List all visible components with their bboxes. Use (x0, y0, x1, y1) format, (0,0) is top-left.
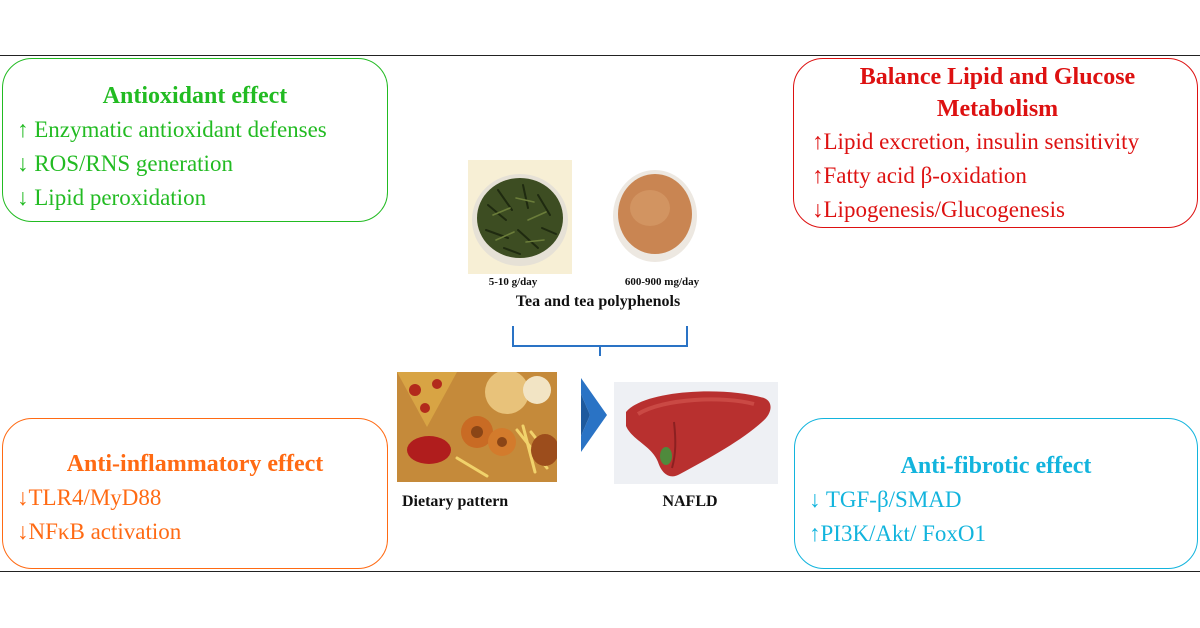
right-arrow-icon (581, 378, 607, 452)
tea-leaves-image (468, 160, 572, 274)
bracket-connector (512, 326, 688, 356)
antioxidant-effect-box: Antioxidant effect ↑ Enzymatic antioxida… (2, 58, 388, 222)
anti-fibrotic-line-1: ↓ TGF-β/SMAD (809, 487, 962, 512)
anti-inflammatory-line-1: ↓TLR4/MyD88 (17, 485, 162, 510)
tea-polyphenol-powder-image (613, 170, 697, 262)
lipid-glucose-metabolism-box: Balance Lipid and Glucose Metabolism ↑Li… (793, 58, 1198, 228)
antioxidant-line-1: ↑ Enzymatic antioxidant defenses (17, 117, 327, 142)
liver-image (614, 382, 778, 484)
lipid-glucose-title-line-2: Metabolism (936, 96, 1059, 122)
top-rule (0, 55, 1200, 56)
anti-inflammatory-effect-box: Anti-inflammatory effect ↓TLR4/MyD88 ↓NF… (2, 418, 388, 569)
antioxidant-title: Antioxidant effect (102, 83, 288, 109)
nafld-caption: NAFLD (662, 493, 718, 510)
antioxidant-line-2: ↓ ROS/RNS generation (17, 151, 233, 176)
lipid-glucose-line-3: ↓Lipogenesis/Glucogenesis (812, 197, 1065, 222)
lipid-glucose-line-1: ↑Lipid excretion, insulin sensitivity (812, 129, 1140, 154)
antioxidant-line-3: ↓ Lipid peroxidation (17, 185, 207, 210)
tea-polyphenols-caption: Tea and tea polyphenols (515, 293, 681, 310)
anti-fibrotic-line-2: ↑PI3K/Akt/ FoxO1 (809, 521, 986, 546)
tea-powder-dose-label: 600-900 mg/day (624, 276, 700, 288)
bottom-rule (0, 571, 1200, 572)
anti-fibrotic-title: Anti-fibrotic effect (900, 453, 1092, 479)
anti-inflammatory-title: Anti-inflammatory effect (66, 451, 324, 477)
lipid-glucose-title-line-1: Balance Lipid and Glucose (859, 64, 1136, 90)
dietary-pattern-caption: Dietary pattern (402, 493, 509, 510)
anti-fibrotic-effect-box: Anti-fibrotic effect ↓ TGF-β/SMAD ↑PI3K/… (794, 418, 1198, 569)
tea-leaf-dose-label: 5-10 g/day (488, 276, 538, 288)
anti-inflammatory-line-2: ↓NFκB activation (17, 519, 182, 544)
lipid-glucose-line-2: ↑Fatty acid β-oxidation (812, 163, 1027, 188)
junk-food-image (397, 372, 557, 482)
